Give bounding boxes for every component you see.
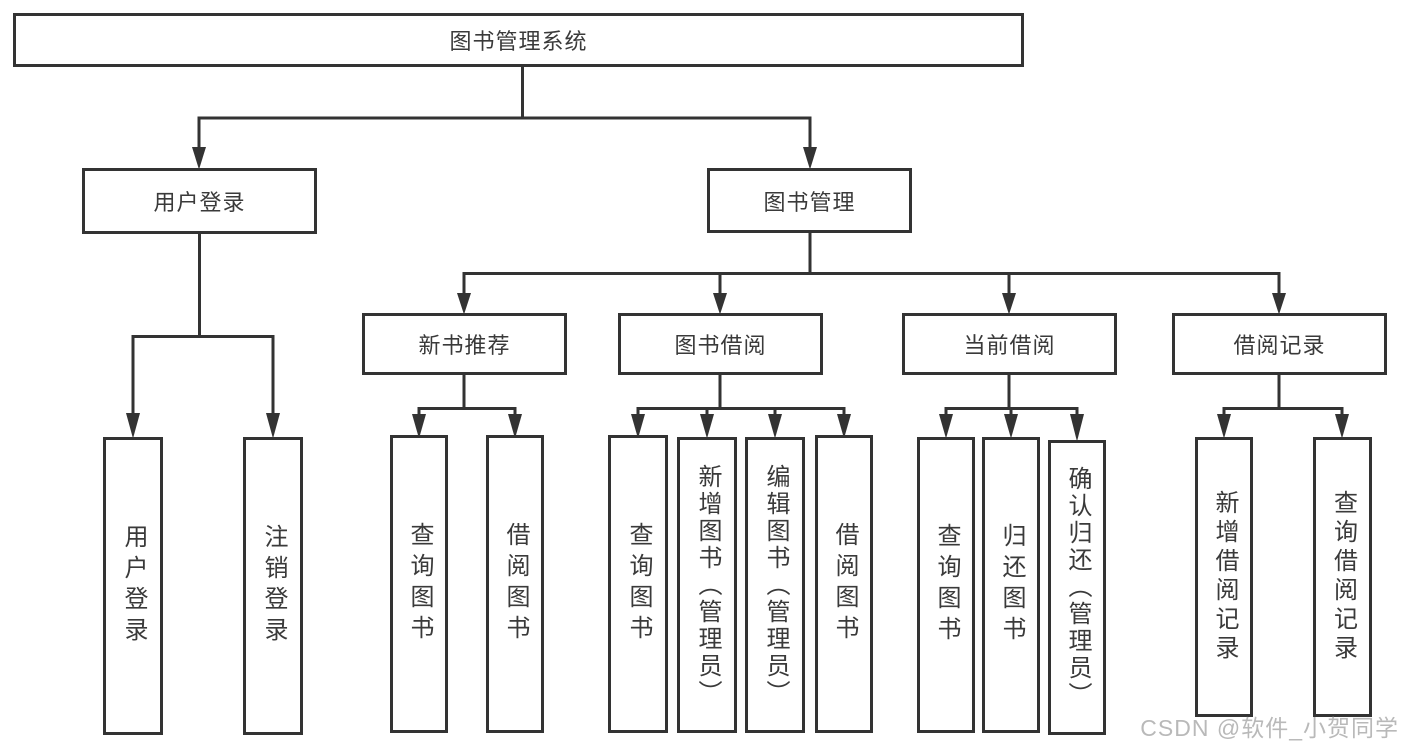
- leaf-user-login: 用户登录: [103, 437, 163, 735]
- node-book-management-label: 图书管理: [763, 189, 856, 215]
- arrowhead-down: [713, 293, 727, 315]
- connector-book-borrowing-branch: [631, 374, 851, 439]
- arrowhead-down: [939, 414, 953, 439]
- leaf-records-query-record-label: 查询借阅记录: [1329, 490, 1357, 664]
- connector-current-borrowing-branch: [939, 374, 1084, 442]
- arrowhead-down: [1002, 293, 1016, 315]
- leaf-borrowing-edit-books-admin: 编辑图书（管理员）: [745, 437, 805, 733]
- node-current-borrowing: 当前借阅: [902, 313, 1117, 375]
- connector-new-book-branch: [412, 374, 522, 439]
- watermark: CSDN @软件_小贺同学: [1140, 715, 1399, 741]
- node-new-book-recommendation: 新书推荐: [362, 313, 567, 375]
- arrowhead-down: [192, 147, 206, 170]
- leaf-borrowing-edit-books-admin-label: 编辑图书（管理员）: [762, 463, 789, 707]
- leaf-current-return-books: 归还图书: [982, 437, 1040, 733]
- leaf-current-confirm-return-admin: 确认归还（管理员）: [1048, 440, 1106, 735]
- node-user-login: 用户登录: [82, 168, 317, 234]
- node-user-login-label: 用户登录: [153, 190, 246, 215]
- leaf-current-confirm-return-admin-label: 确认归还（管理员）: [1064, 466, 1091, 709]
- arrowhead-down: [803, 147, 817, 170]
- arrowhead-down: [1070, 414, 1084, 442]
- leaf-records-query-record: 查询借阅记录: [1313, 437, 1372, 717]
- connector-book-management-branch: [457, 232, 1286, 315]
- node-book-borrowing-label: 图书借阅: [674, 333, 767, 358]
- leaf-logout: 注销登录: [243, 437, 303, 735]
- arrowhead-down: [126, 413, 140, 439]
- connector-borrow-records-branch: [1217, 374, 1349, 439]
- leaf-records-add-record: 新增借阅记录: [1195, 437, 1253, 717]
- leaf-newbook-query-books-label: 查询图书: [406, 522, 433, 646]
- node-borrow-records-label: 借阅记录: [1233, 333, 1326, 358]
- arrowhead-down: [1272, 293, 1286, 315]
- leaf-borrowing-borrow-books-label: 借阅图书: [831, 522, 858, 646]
- node-root: 图书管理系统: [13, 13, 1024, 67]
- node-root-label: 图书管理系统: [449, 29, 588, 54]
- arrowhead-down: [1217, 414, 1231, 439]
- leaf-borrowing-query-books-label: 查询图书: [625, 522, 652, 646]
- arrowhead-down: [768, 414, 782, 439]
- leaf-user-login-label: 用户登录: [120, 524, 147, 648]
- leaf-current-query-books-label: 查询图书: [933, 523, 960, 647]
- node-borrow-records: 借阅记录: [1172, 313, 1387, 375]
- leaf-newbook-borrow-books: 借阅图书: [486, 435, 544, 733]
- node-book-management: 图书管理: [707, 168, 912, 233]
- leaf-logout-label: 注销登录: [260, 524, 287, 648]
- connector-root-to-level2: [192, 66, 817, 170]
- node-current-borrowing-label: 当前借阅: [963, 333, 1056, 358]
- arrowhead-down: [457, 293, 471, 315]
- leaf-borrowing-query-books: 查询图书: [608, 435, 668, 733]
- arrowhead-down: [700, 414, 714, 439]
- leaf-borrowing-borrow-books: 借阅图书: [815, 435, 873, 733]
- leaf-borrowing-add-books-admin: 新增图书（管理员）: [677, 437, 737, 733]
- connector-user-login-branch: [126, 233, 280, 439]
- leaf-current-return-books-label: 归还图书: [998, 523, 1025, 647]
- leaf-newbook-query-books: 查询图书: [390, 435, 448, 733]
- arrowhead-down: [1335, 414, 1349, 439]
- arrowhead-down: [1004, 414, 1018, 439]
- leaf-records-add-record-label: 新增借阅记录: [1211, 490, 1238, 664]
- node-book-borrowing: 图书借阅: [618, 313, 823, 375]
- leaf-current-query-books: 查询图书: [917, 437, 975, 733]
- node-new-book-recommendation-label: 新书推荐: [418, 333, 511, 358]
- leaf-borrowing-add-books-admin-label: 新增图书（管理员）: [694, 463, 721, 707]
- arrowhead-down: [266, 413, 280, 439]
- leaf-newbook-borrow-books-label: 借阅图书: [502, 522, 529, 646]
